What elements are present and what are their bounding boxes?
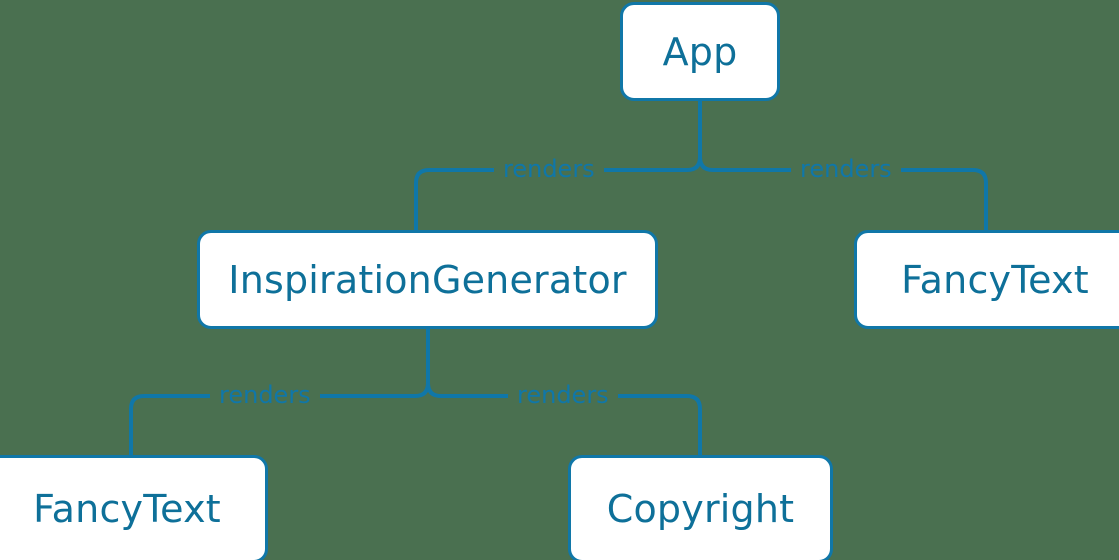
node-fancytext-right-label: FancyText bbox=[901, 257, 1089, 302]
node-inspirationgenerator-label: InspirationGenerator bbox=[228, 257, 627, 302]
edge-label-inspirationgenerator-fancytext-bottom: renders bbox=[210, 381, 320, 409]
node-fancytext-bottom[interactable]: FancyText bbox=[0, 455, 268, 560]
node-fancytext-bottom-label: FancyText bbox=[33, 487, 221, 531]
edge-inspirationgenerator-to-fancytext-bottom bbox=[129, 382, 430, 455]
node-copyright[interactable]: Copyright bbox=[568, 455, 833, 560]
node-app-label: App bbox=[662, 29, 738, 74]
node-copyright-label: Copyright bbox=[606, 487, 795, 531]
edge-label-app-fancytext-right: renders bbox=[791, 155, 901, 183]
edge-label-inspirationgenerator-copyright: renders bbox=[508, 381, 618, 409]
node-app[interactable]: App bbox=[620, 2, 780, 101]
node-fancytext-right[interactable]: FancyText bbox=[854, 230, 1119, 329]
edge-app-to-inspirationgenerator bbox=[414, 156, 702, 230]
edge-inspirationgenerator-to-copyright bbox=[426, 382, 702, 455]
node-inspirationgenerator[interactable]: InspirationGenerator bbox=[197, 230, 658, 329]
edge-label-app-inspirationgenerator: renders bbox=[494, 155, 604, 183]
edge-app-to-fancytext-right bbox=[698, 156, 988, 230]
